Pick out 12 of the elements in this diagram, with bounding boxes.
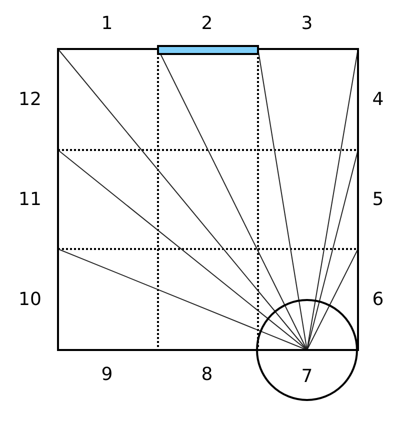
position-number: 2 bbox=[201, 14, 213, 34]
position-number: 3 bbox=[301, 14, 313, 34]
position-number: 7 bbox=[301, 367, 313, 387]
position-number: 10 bbox=[18, 290, 42, 310]
position-number: 1 bbox=[101, 14, 113, 34]
position-number: 6 bbox=[372, 290, 384, 310]
position-number: 4 bbox=[372, 90, 384, 110]
position-number: 11 bbox=[18, 190, 42, 210]
position-number: 5 bbox=[372, 190, 384, 210]
position-number: 12 bbox=[18, 90, 42, 110]
position-number: 8 bbox=[201, 365, 213, 385]
position-number: 9 bbox=[101, 365, 113, 385]
